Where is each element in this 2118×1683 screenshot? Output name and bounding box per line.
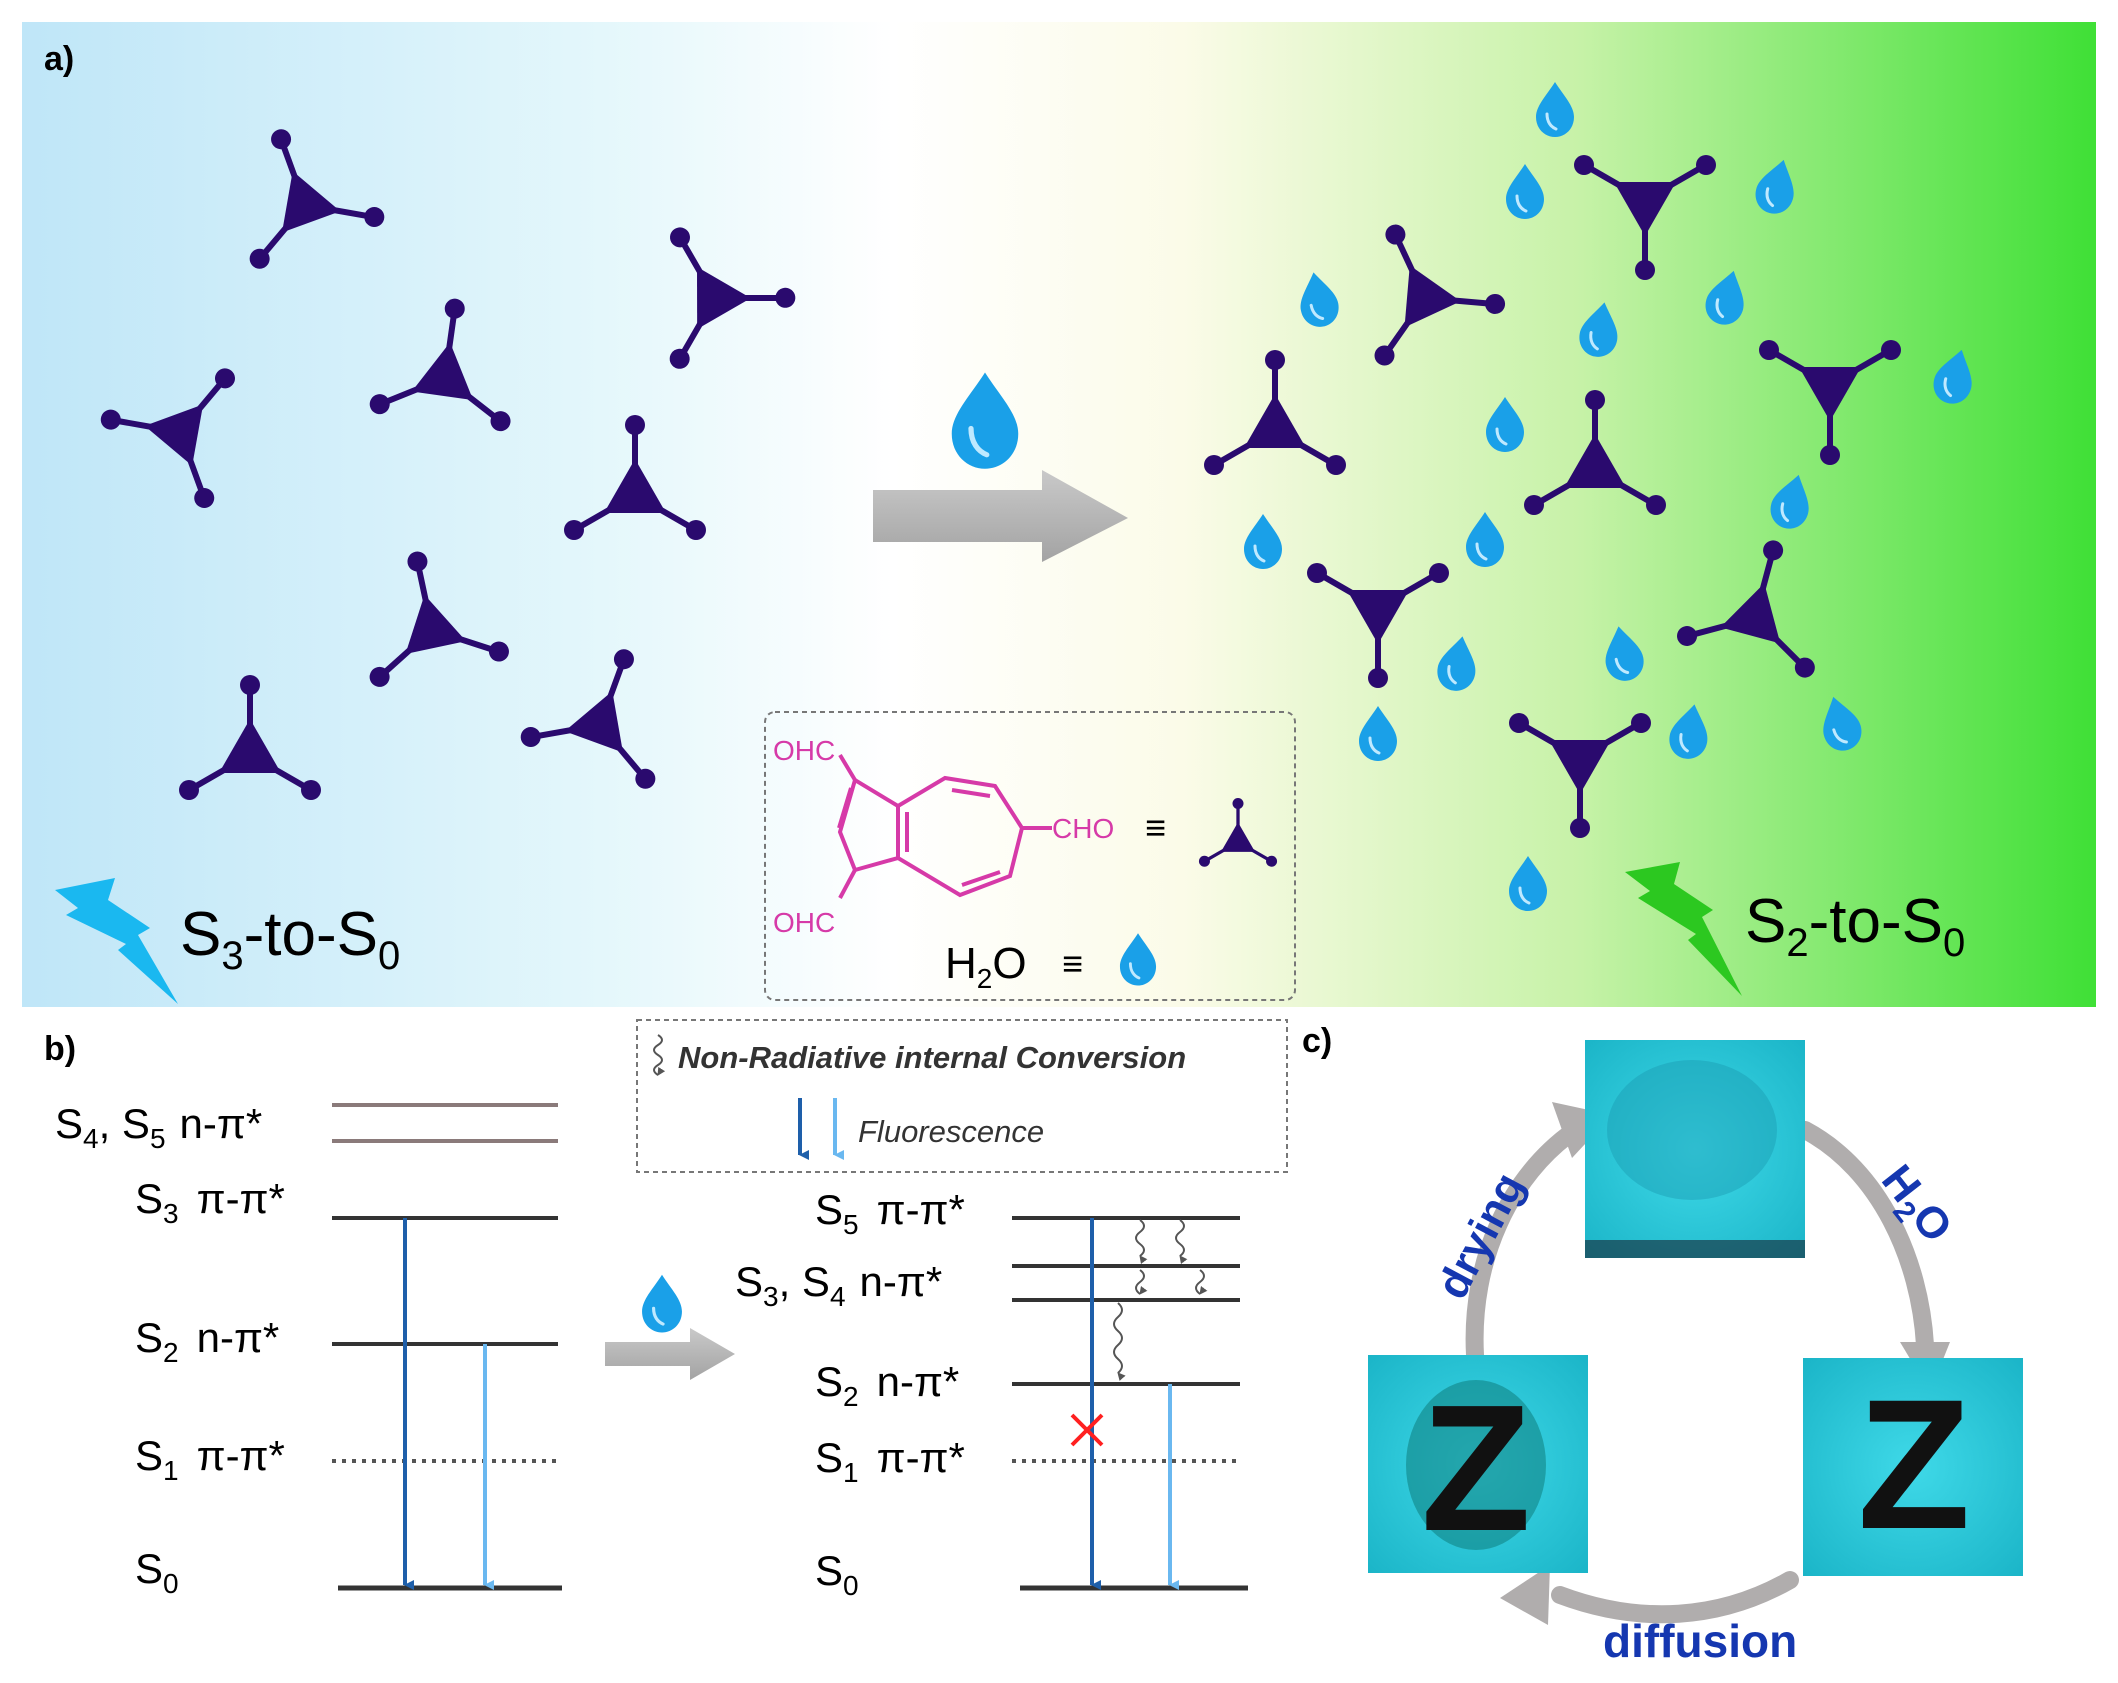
- nric-legend-text: Non-Radiative internal Conversion: [678, 1040, 1186, 1075]
- panel-b-label: b): [44, 1030, 76, 1068]
- cycle-arrows: [1465, 1121, 1934, 1624]
- transition-legend: Non-Radiative internal Conversion Fluore…: [636, 1019, 1288, 1173]
- structure-legend: OHC OHC CHO ≡ H2O ≡: [764, 711, 1296, 1001]
- h2o-legend-label: H2O: [945, 939, 1027, 994]
- panel-c-label: c): [1302, 1022, 1332, 1060]
- cho-label: CHO: [1052, 813, 1114, 844]
- lightning-bolt-icon: [1625, 862, 1742, 996]
- z-pattern: Z: [1421, 1368, 1531, 1569]
- cycle-arrowhead: [1500, 1565, 1550, 1625]
- right-transition-label: S2-to-S0: [1745, 887, 1965, 965]
- wavy-arrow-icon: [653, 1034, 666, 1076]
- water-drop-icon: [640, 1273, 684, 1335]
- level-label-s0: S0: [815, 1547, 859, 1601]
- ohc-bottom-label: OHC: [773, 907, 835, 938]
- film-erased: [1585, 1040, 1805, 1258]
- z-pattern: Z: [1857, 1362, 1970, 1568]
- lightning-bolt-icon: [55, 878, 178, 1004]
- film-written-diffused: Z: [1368, 1355, 1588, 1573]
- legend-box: [764, 711, 1296, 1001]
- legend-box: [636, 1019, 1288, 1173]
- diffusion-label: diffusion: [1603, 1615, 1797, 1667]
- azulene-structure: [837, 753, 1052, 899]
- film-written-sharp: Z: [1803, 1358, 2023, 1576]
- fluorescence-legend-text: Fluorescence: [858, 1114, 1044, 1149]
- process-arrow: [873, 470, 1128, 562]
- film-image: [1803, 1358, 2023, 1576]
- internal-conversion-arrows: [1113, 1219, 1208, 1381]
- drying-label: drying: [1428, 1165, 1534, 1307]
- level-label-s0: S0: [135, 1545, 179, 1599]
- blocked-cross-icon: [1070, 1413, 1104, 1447]
- rewritable-film-cycle: Z Z drying H2O diffusion: [1368, 1040, 2023, 1667]
- equiv-sign: ≡: [1145, 807, 1166, 848]
- panel-a-label: a): [44, 40, 74, 78]
- film-image: [1585, 1040, 1805, 1258]
- ohc-top-label: OHC: [773, 735, 835, 766]
- process-arrow: [605, 1328, 735, 1380]
- left-transition-label: S3-to-S0: [180, 900, 400, 978]
- h2o-equiv-sign: ≡: [1062, 943, 1083, 984]
